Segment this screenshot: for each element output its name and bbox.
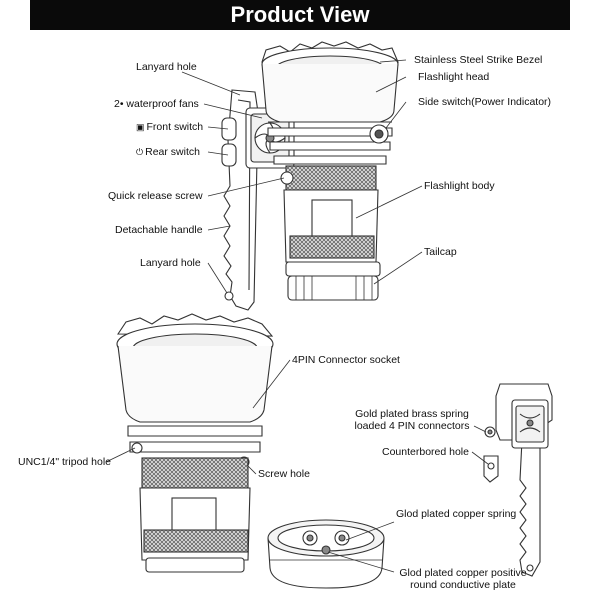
label-rear-switch: ⏻Rear switch [136, 146, 200, 158]
label-strike-bezel: Stainless Steel Strike Bezel [414, 54, 543, 66]
flashlight-head-drawing [261, 41, 399, 165]
rear-switch-text: Rear switch [145, 146, 200, 158]
label-counterbored-hole: Counterbored hole [382, 446, 469, 458]
label-copper-spring: Glod plated copper spring [396, 508, 517, 520]
copper-plate-line-2: round conductive plate [410, 579, 516, 591]
power-icon: ⏻ [136, 147, 144, 157]
label-front-switch: ▣Front switch [136, 121, 203, 133]
front-switch-text: Front switch [146, 121, 204, 133]
label-detachable-handle: Detachable handle [115, 224, 203, 236]
label-connector-socket: 4PIN Connector socket [292, 354, 400, 366]
label-tailcap: Tailcap [424, 246, 457, 258]
top-flashlight-assembly [221, 41, 399, 311]
bottom-flashlight-body [116, 313, 274, 573]
tailcap-top-view [267, 519, 385, 589]
tailcap-drawing [285, 261, 381, 301]
copper-plate-line-1: Glod plated copper positive [399, 567, 527, 579]
label-tripod-hole: UNC1/4" tripod hole [18, 456, 112, 468]
title-banner: Product View [30, 0, 570, 30]
gold-spring-line-1: Gold plated brass spring [355, 408, 469, 420]
label-screw-hole: Screw hole [258, 468, 310, 480]
side-switch-drawing [369, 124, 389, 144]
label-quick-release-screw: Quick release screw [108, 190, 203, 202]
page-title: Product View [230, 2, 370, 27]
leader-lines [105, 59, 489, 573]
label-lanyard-hole-bottom: Lanyard hole [140, 257, 201, 269]
label-flashlight-body: Flashlight body [424, 180, 495, 192]
handle-detail [483, 383, 553, 577]
flashlight-body-drawing [280, 165, 379, 263]
battery-switch-icon: ▣ [136, 122, 145, 132]
label-waterproof-fans: 2• waterproof fans [114, 98, 199, 110]
label-lanyard-hole-top: Lanyard hole [136, 61, 197, 73]
label-side-switch: Side switch(Power Indicator) [418, 96, 552, 108]
label-copper-plate: Glod plated copper positive round conduc… [394, 567, 532, 591]
label-gold-spring: Gold plated brass spring loaded 4 PIN co… [346, 408, 478, 432]
label-flashlight-head: Flashlight head [418, 71, 490, 83]
gold-spring-line-2: loaded 4 PIN connectors [354, 420, 470, 432]
